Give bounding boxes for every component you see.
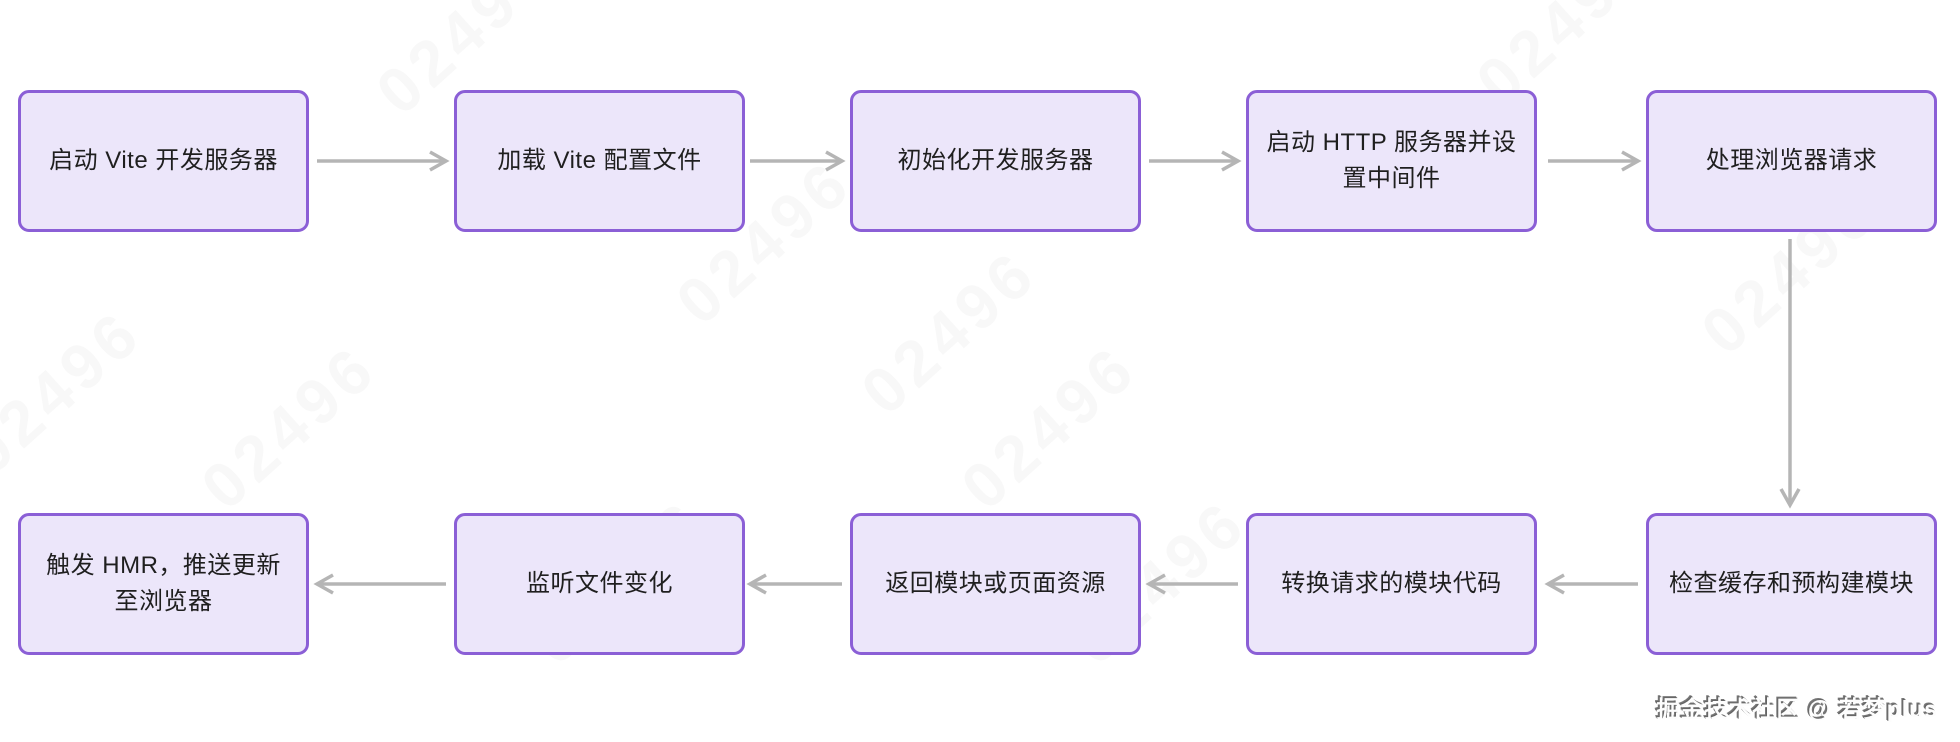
flow-node-label: 检查缓存和预构建模块 <box>1669 570 1914 597</box>
background-watermark: 02496 <box>847 235 1051 429</box>
flow-node-watch-files: 监听文件变化 <box>454 513 745 655</box>
arrow-init-server-to-http-middleware <box>1149 150 1242 172</box>
background-watermark: 02496 <box>947 330 1151 524</box>
flow-node-trigger-hmr: 触发 HMR，推送更新至浏览器 <box>18 513 309 655</box>
flow-node-return-resource: 返回模块或页面资源 <box>850 513 1141 655</box>
flow-node-handle-request: 处理浏览器请求 <box>1646 90 1937 232</box>
background-watermark: 02496 <box>187 330 391 524</box>
flow-node-label: 触发 HMR，推送更新至浏览器 <box>46 552 281 615</box>
footer-watermark: 掘金技术社区 @ 若梦plus <box>1656 696 1938 722</box>
flow-node-label: 处理浏览器请求 <box>1705 147 1878 174</box>
flow-node-label: 启动 Vite 开发服务器 <box>49 147 278 174</box>
flow-node-load-config: 加载 Vite 配置文件 <box>454 90 745 232</box>
background-watermark: 02496 <box>0 295 156 489</box>
arrow-check-cache-to-transform-code <box>1544 573 1638 595</box>
flow-node-label: 加载 Vite 配置文件 <box>497 147 702 174</box>
flow-node-label: 转换请求的模块代码 <box>1281 570 1502 597</box>
flow-node-label: 初始化开发服务器 <box>897 147 1094 174</box>
flow-node-check-cache: 检查缓存和预构建模块 <box>1646 513 1937 655</box>
flow-node-label: 监听文件变化 <box>526 570 673 597</box>
flow-node-transform-code: 转换请求的模块代码 <box>1246 513 1537 655</box>
arrow-watch-files-to-trigger-hmr <box>313 573 446 595</box>
flow-node-label: 返回模块或页面资源 <box>885 570 1106 597</box>
flow-node-http-middleware: 启动 HTTP 服务器并设置中间件 <box>1246 90 1537 232</box>
arrow-return-resource-to-watch-files <box>746 573 842 595</box>
arrow-http-middleware-to-handle-request <box>1548 150 1642 172</box>
flow-node-start-dev-server: 启动 Vite 开发服务器 <box>18 90 309 232</box>
flow-node-init-server: 初始化开发服务器 <box>850 90 1141 232</box>
flow-node-label: 启动 HTTP 服务器并设置中间件 <box>1266 129 1517 192</box>
arrow-start-to-load-config <box>317 150 450 172</box>
